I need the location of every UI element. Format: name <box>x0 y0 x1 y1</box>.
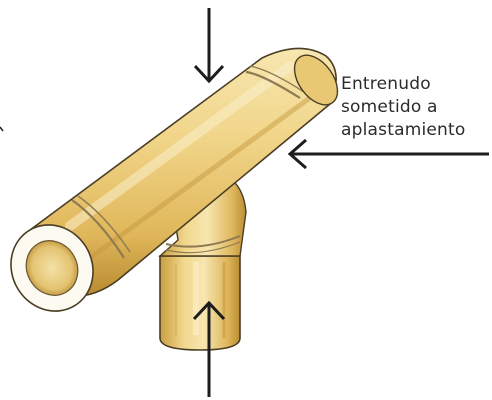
annotation-label: Entrenudo sometido a aplastamiento <box>341 74 465 140</box>
annotation-line-3: aplastamiento <box>341 120 465 140</box>
side-left-arrow <box>290 140 489 168</box>
left-edge-mark <box>0 127 3 131</box>
annotation-line-2: sometido a <box>341 97 438 117</box>
top-down-arrow <box>195 8 223 81</box>
annotation-line-1: Entrenudo <box>341 74 431 94</box>
